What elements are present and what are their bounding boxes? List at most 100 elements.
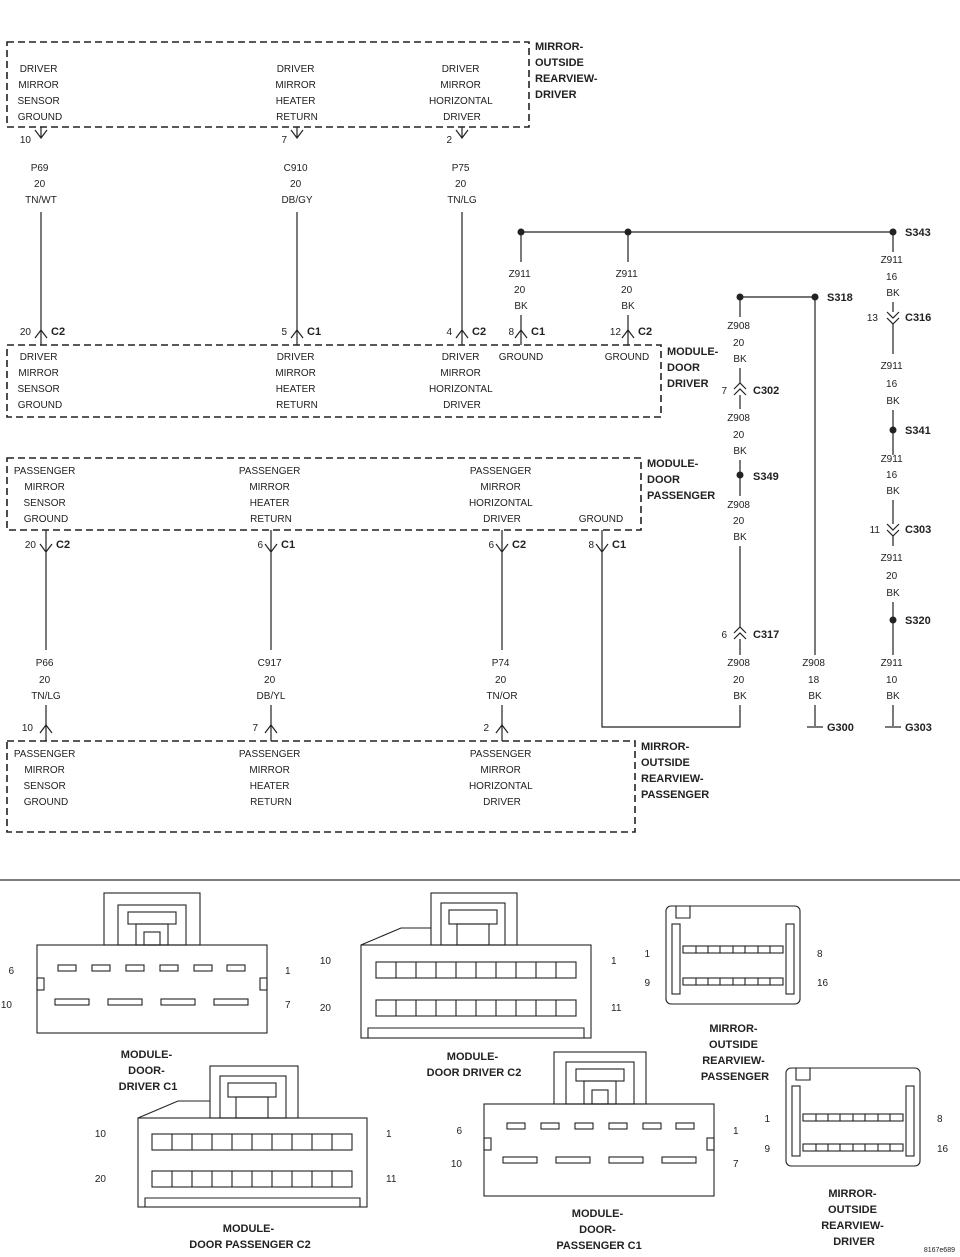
wire-label: C917 20 DB/YL [257,658,286,702]
connector-id: C1 [531,326,545,338]
pin-label-heater-return: DRIVER MIRROR HEATER RETURN [275,352,318,411]
wire-label: C910 20 DB/GY [281,163,312,206]
connector-caption: MIRROR- OUTSIDE REARVIEW- DRIVER [821,1188,887,1248]
splice-s318: S318 [736,292,853,304]
cavities [375,961,577,1017]
wire-label: Z908 20 BK [727,413,753,457]
pin-number: 1 [644,949,650,960]
pin-number: 9 [764,1144,770,1155]
wire-label: Z911 20 BK [509,269,534,312]
ground-bus-z911: Z911 20 BK 8 C1 Z911 20 BK 12 C2 [508,228,893,345]
pin-number: 8 [508,327,514,338]
cavities [802,1113,904,1152]
ground-g303: G303 [885,722,932,734]
connector-caption: MIRROR- OUTSIDE REARVIEW- PASSENGER [701,1023,769,1083]
splice-label: S343 [905,227,931,239]
connector-id: C317 [753,629,779,641]
connector-id: C1 [307,326,321,338]
wire-z908-column: Z908 20 BK 7 C302 Z908 20 BK Z908 20 BK … [601,297,779,728]
wire-label: P74 20 TN/OR [486,658,517,702]
wire-p69: 10 P69 20 TN/WT 20 C2 [20,127,65,345]
connector-id: C316 [905,312,931,324]
ground-label: G300 [827,722,854,734]
pin-number: 16 [817,978,829,989]
connector-view-mirror-passenger: 1 9 8 16 MIRROR- OUTSIDE REARVIEW- PASSE… [644,905,829,1083]
module-passenger-title: MODULE- DOOR PASSENGER [647,458,715,502]
module-door-driver-component: MODULE- DOOR DRIVER DRIVER MIRROR SENSOR… [6,344,721,418]
module-driver-title: MODULE- DOOR DRIVER [667,346,721,390]
connector-id: C2 [51,326,65,338]
wire-label: Z911 20 BK [616,269,641,312]
pin-number: 10 [1,1000,13,1011]
pin-number: 16 [937,1144,949,1155]
wire-label: Z908 18 BK [802,658,828,702]
pin-number: 1 [733,1126,739,1137]
pin-label-heater-return: DRIVER MIRROR HEATER RETURN [275,64,318,123]
pin-label-horizontal-driver: DRIVER MIRROR HORIZONTAL DRIVER [429,352,495,411]
pin-number: 20 [95,1174,107,1185]
mirror-driver-component: MIRROR- OUTSIDE REARVIEW- DRIVER DRIVER … [6,41,598,128]
wire-label: P69 20 TN/WT [25,163,57,206]
ground-g300: G300 [807,722,854,734]
pin-number: 10 [95,1129,107,1140]
pin-label-horizontal-driver: PASSENGER MIRROR HORIZONTAL DRIVER [469,466,535,525]
mirror-passenger-component: MIRROR- OUTSIDE REARVIEW- PASSENGER PASS… [6,740,709,833]
pin-label-sensor-ground: PASSENGER MIRROR SENSOR GROUND [14,466,78,525]
wire-label: Z908 20 BK [727,500,753,543]
pin-number: 2 [483,723,489,734]
pin-number: 1 [764,1114,770,1125]
splice-s349: S349 [736,471,779,483]
pin-label-heater-return: PASSENGER MIRROR HEATER RETURN [239,749,303,808]
splice-label: S320 [905,615,931,627]
pin-number: 20 [25,540,37,551]
wire-label: Z908 20 BK [727,658,753,702]
pin-label-ground: GROUND [499,352,543,363]
splice-label: S341 [905,425,931,437]
pin-label-sensor-ground: DRIVER MIRROR SENSOR GROUND [17,64,62,123]
pin-label-heater-return: PASSENGER MIRROR HEATER RETURN [239,466,303,525]
wire-p66: 20 C2 P66 20 TN/LG 10 [22,530,70,741]
wire-label: P66 20 TN/LG [31,658,61,702]
pin-number: 8 [588,540,594,551]
pin-number: 10 [451,1159,463,1170]
splice-label: S349 [753,471,779,483]
pin-number: 7 [285,1000,291,1011]
connector-view-module-door-passenger-c1: 6 10 1 7 MODULE- DOOR- PASSENGER C1 [451,1051,739,1252]
pin-number: 11 [386,1174,397,1185]
wire-label: Z911 10 BK [881,658,906,702]
cavities [54,964,249,1006]
pin-label-ground: GROUND [605,352,649,363]
splice-s341: S341 [889,425,931,437]
cavities [682,945,784,986]
pin-number: 1 [285,966,291,977]
pin-number: 8 [817,949,823,960]
pin-label-horizontal-driver: PASSENGER MIRROR HORIZONTAL DRIVER [469,749,535,808]
pin-number: 6 [8,966,14,977]
pin-number: 13 [867,313,879,324]
pin-number: 6 [456,1126,462,1137]
mirror-passenger-title: MIRROR- OUTSIDE REARVIEW- PASSENGER [641,741,709,801]
connector-id: C302 [753,385,779,397]
connector-id: C2 [512,539,526,551]
pin-number: 10 [22,723,34,734]
pin-label-sensor-ground: PASSENGER MIRROR SENSOR GROUND [14,749,78,808]
pin-label-ground: GROUND [579,514,623,525]
module-door-passenger-component: MODULE- DOOR PASSENGER PASSENGER MIRROR … [6,457,715,531]
connector-caption: MODULE- DOOR PASSENGER C2 [189,1223,310,1251]
wire-z908-ground: Z908 18 BK [802,297,828,726]
pin-label-horizontal-driver: DRIVER MIRROR HORIZONTAL DRIVER [429,64,495,123]
connector-id: C1 [281,539,295,551]
wire-label: Z911 16 BK [881,361,906,407]
pin-number: 8 [937,1114,943,1125]
wire-label: Z908 20 BK [727,321,753,365]
connector-view-mirror-driver: 1 9 8 16 MIRROR- OUTSIDE REARVIEW- DRIVE… [764,1067,949,1248]
wire-p74: 6 C2 P74 20 TN/OR 2 [483,530,526,741]
pin-number: 1 [611,956,617,967]
pin-number: 11 [870,525,881,536]
connector-view-module-door-driver-c1: 6 10 1 7 MODULE- DOOR- DRIVER C1 [1,892,291,1093]
wire-label: Z911 16 BK [881,255,906,299]
pin-number: 7 [281,135,287,146]
ground-label: G303 [905,722,932,734]
pin-number: 7 [252,723,258,734]
